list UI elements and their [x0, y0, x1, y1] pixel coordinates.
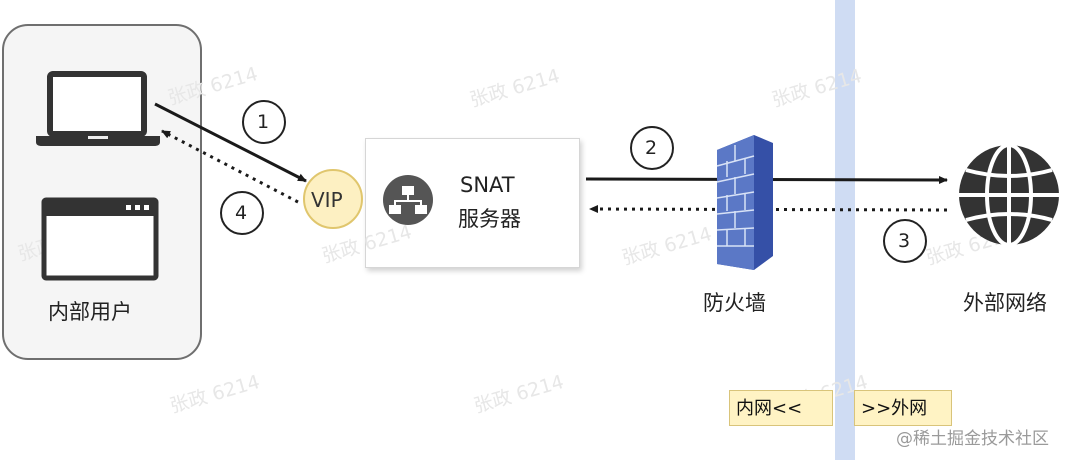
browser-window-icon [41, 197, 159, 281]
step-3-circle [883, 219, 927, 263]
firewall-label: 防火墙 [703, 291, 766, 315]
internal-users-label: 内部用户 [48, 300, 132, 324]
firewall-icon [716, 135, 773, 270]
source-footer: @稀土掘金技术社区 [896, 429, 1049, 449]
step-1-number: 1 [257, 111, 270, 133]
server-name-line2: 服务器 [458, 207, 521, 231]
server-name-line1: SNAT [460, 173, 515, 197]
step-4-circle [220, 191, 264, 235]
step-3-number: 3 [898, 230, 911, 252]
response-arrow [161, 129, 299, 204]
globe-icon [959, 143, 1059, 247]
step-4-number: 4 [235, 202, 248, 224]
step-1-circle [242, 100, 286, 144]
outer-network-tag: >>外网 [854, 390, 952, 426]
vip-circle [303, 169, 363, 229]
step-2-circle [630, 126, 674, 170]
vip-label: VIP [311, 188, 343, 212]
step-2-number: 2 [645, 137, 658, 159]
network-boundary-band [835, 0, 855, 460]
inner-network-tag: 内网<< [729, 390, 833, 426]
request-arrow [154, 102, 307, 183]
network-sitemap-icon [383, 175, 433, 225]
internet-label: 外部网络 [963, 291, 1047, 315]
laptop-icon [36, 71, 160, 146]
